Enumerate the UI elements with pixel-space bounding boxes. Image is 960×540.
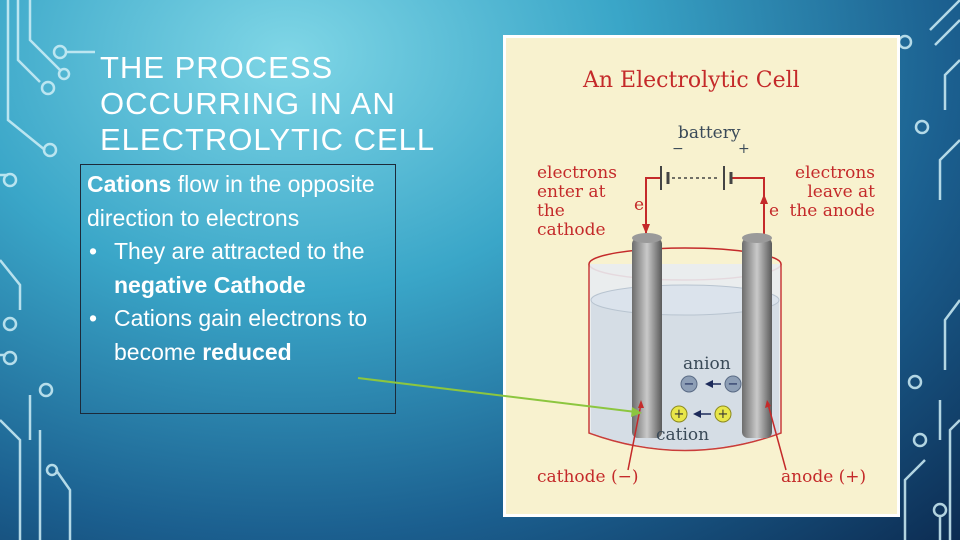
svg-text:−: − [728,377,739,392]
anode-label: anode (+) [781,467,867,487]
electrons-leave-label: electrons leave at the anode [789,163,875,221]
electron-symbol-left: e [634,195,645,215]
figure-title: An Electrolytic Cell [583,68,800,93]
electrons-enter-label: electrons enter at the cathode [537,163,617,240]
body-text: Cations flow in the opposite direction t… [87,168,387,369]
cell-diagram: − − + + [588,166,787,471]
cathode-label: cathode (−) [537,467,639,487]
bullet-icon: • [89,305,98,331]
slide-title: THE PROCESS OCCURRING IN AN ELECTROLYTIC… [100,50,436,157]
svg-text:+: + [674,407,685,422]
intro-rest: flow in the opposite direction to electr… [87,171,375,231]
battery-minus: − [672,141,684,157]
bullet-icon: • [89,238,98,264]
bullet-gain-electrons: • Cations gain electrons to become reduce… [87,302,387,369]
cation-label: cation [656,425,710,445]
cations-bold: Cations [87,171,172,197]
battery-plus: + [738,141,750,157]
electrolytic-cell-figure: − − + + An Electrolytic Cell battery − +… [503,35,900,517]
battery-label: battery [678,123,741,143]
svg-text:−: − [684,377,695,392]
electron-symbol-right: e [769,201,780,221]
svg-text:+: + [718,407,729,422]
bullet1-bold: negative Cathode [114,271,306,298]
text-box-border [80,164,396,414]
intro-paragraph: Cations flow in the opposite direction t… [87,168,387,235]
bullet2-text: Cations gain electrons to become [114,305,368,365]
bullet-attracted: • They are attracted to the negative Cath… [87,235,387,302]
anion-label: anion [683,354,731,374]
bullet1-text: They are attracted to the [114,238,365,264]
bullet2-bold: reduced [202,338,292,365]
